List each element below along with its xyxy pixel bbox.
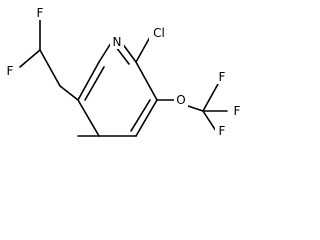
svg-text:Cl: Cl: [153, 26, 165, 40]
bond-c2-c1: [77, 61, 100, 101]
chemical-structure-diagram: N Cl F F O F F F: [3, 6, 244, 138]
bond-chf2-c: [39, 49, 61, 87]
atom-o: O: [174, 93, 188, 107]
bond-cf3-f-a: [202, 83, 219, 112]
svg-text:F: F: [37, 6, 44, 20]
atom-f-cf3-b: F: [230, 104, 244, 118]
atom-f-top: F: [33, 6, 47, 20]
bond-c6-cl: [135, 36, 151, 63]
svg-text:N: N: [113, 35, 122, 49]
atom-cl: Cl: [149, 26, 169, 40]
svg-text:F: F: [7, 64, 14, 78]
svg-text:O: O: [176, 93, 185, 107]
atom-f-left: F: [3, 64, 17, 78]
bond-o-cf3: [187, 105, 204, 112]
bond-c2-c1-double: [84, 66, 105, 101]
bond-n-c6-double: [115, 46, 130, 65]
bond-c1-chf2: [59, 85, 79, 101]
atom-n: N: [110, 35, 124, 49]
svg-text:F: F: [234, 104, 241, 118]
atom-f-cf3-c: F: [215, 124, 229, 138]
bond-c2-n: [98, 42, 112, 63]
atom-labels: N Cl F F O F F F: [3, 6, 244, 138]
bond-c6-c5: [135, 61, 158, 101]
svg-text:F: F: [219, 124, 226, 138]
svg-text:F: F: [219, 70, 226, 84]
atom-f-cf3-a: F: [215, 70, 229, 84]
bond-chf2-f-left: [19, 49, 41, 68]
bond-c5-c4-double: [130, 99, 151, 132]
bond-n-c6: [121, 42, 137, 63]
bond-c3-c2: [77, 99, 100, 137]
bond-c5-c4: [135, 99, 158, 137]
bond-set: [19, 19, 228, 137]
